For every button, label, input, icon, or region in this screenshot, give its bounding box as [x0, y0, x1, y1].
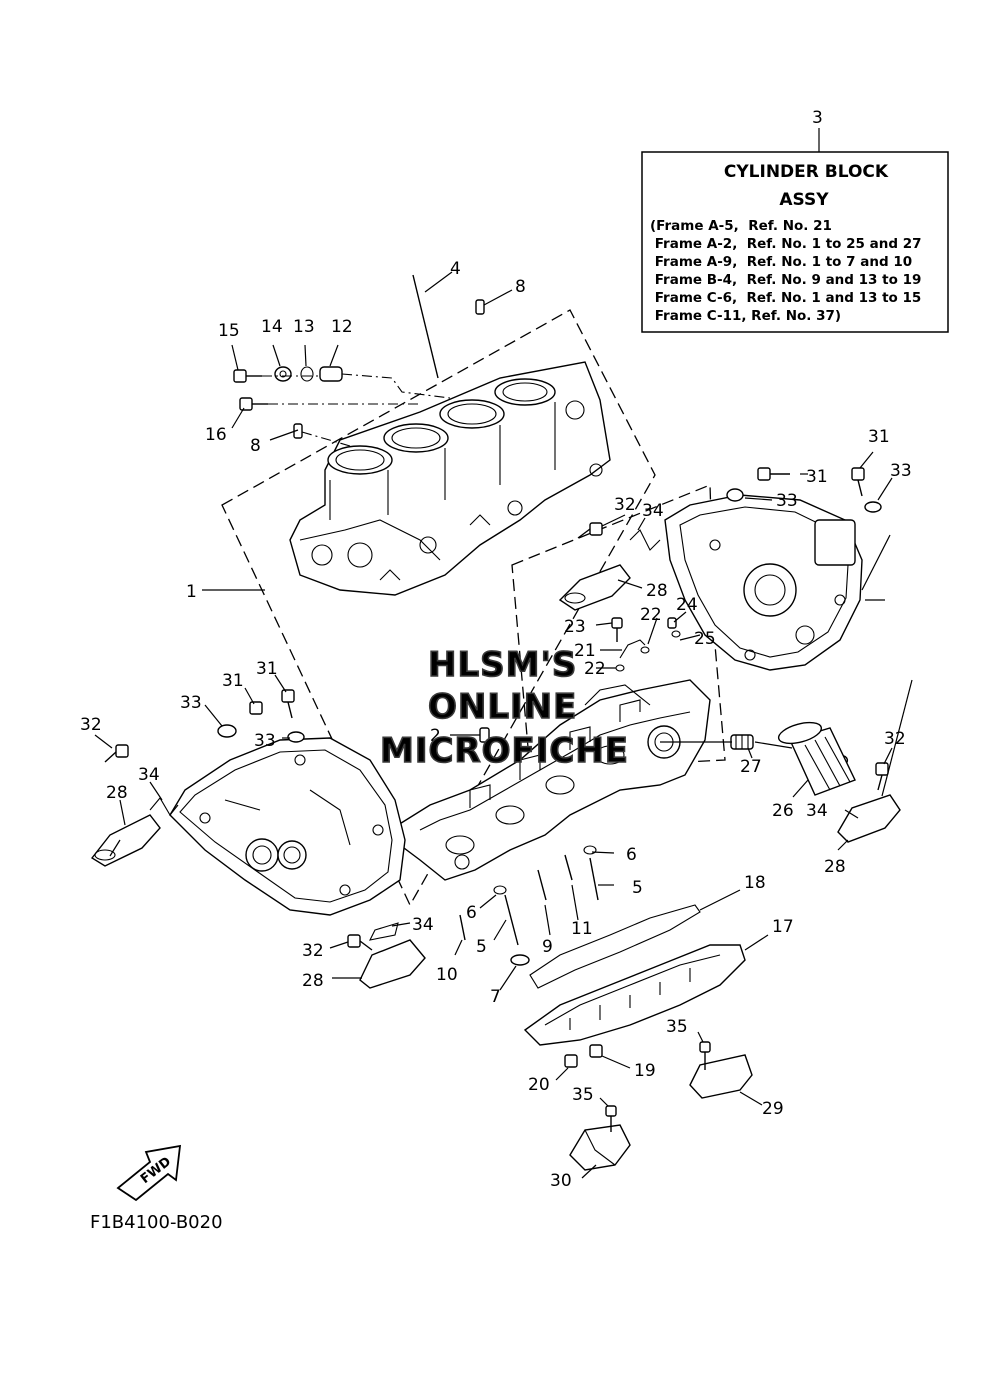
callout-2[interactable]: 2: [430, 726, 441, 746]
info-box-subtitle: ASSY: [779, 190, 829, 210]
callout-11[interactable]: 11: [571, 919, 593, 939]
oil-filter-fitting-27[interactable]: [730, 734, 754, 750]
info-box-ref-line-5: Frame C-6, Ref. No. 1 and 13 to 15: [650, 290, 921, 306]
engine-mount-30[interactable]: [569, 1124, 631, 1171]
callout-6b[interactable]: 6: [466, 903, 477, 923]
callout-34d[interactable]: 34: [806, 801, 828, 821]
callout-31b[interactable]: 31: [868, 427, 890, 447]
callout-6a[interactable]: 6: [626, 845, 637, 865]
engine-mount-29[interactable]: [689, 1054, 753, 1099]
info-box-ref-line-6: Frame C-11, Ref. No. 37): [650, 308, 841, 324]
info-box-ref-line-2: Frame A-2, Ref. No. 1 to 25 and 27: [650, 236, 922, 252]
callout-32b[interactable]: 32: [80, 715, 102, 735]
callout-35a[interactable]: 35: [666, 1017, 688, 1037]
oil-pan-gasket-18[interactable]: [529, 904, 701, 989]
callout-29[interactable]: 29: [762, 1099, 784, 1119]
engine-mount-28-bottom[interactable]: [359, 939, 426, 989]
callout-5a[interactable]: 5: [632, 878, 643, 898]
watermark-line-3: MICROFICHE: [380, 731, 629, 771]
watermark-line-2: ONLINE: [428, 687, 577, 727]
callout-22a[interactable]: 22: [640, 605, 662, 625]
callout-30[interactable]: 30: [550, 1171, 572, 1191]
watermark: HLSM'S ONLINE MICROFICHE: [379, 644, 629, 772]
callout-31a[interactable]: 31: [806, 467, 828, 487]
callout-23[interactable]: 23: [564, 617, 586, 637]
callout-5b[interactable]: 5: [476, 937, 487, 957]
callout-33b[interactable]: 33: [890, 461, 912, 481]
diagram-code: F1B4100-B020: [90, 1212, 223, 1233]
callout-15[interactable]: 15: [218, 321, 240, 341]
callout-24[interactable]: 24: [676, 595, 698, 615]
callout-31c[interactable]: 31: [222, 671, 244, 691]
callout-16[interactable]: 16: [205, 425, 227, 445]
oil-pan-17[interactable]: [523, 944, 746, 1046]
callout-33a[interactable]: 33: [776, 491, 798, 511]
engine-mount-28-left[interactable]: [90, 814, 161, 867]
cylinder-block-assy-info-box: 3 CYLINDER BLOCK ASSY (Frame A-5, Ref. N…: [641, 108, 949, 333]
info-box-ref-line-1: (Frame A-5, Ref. No. 21: [650, 218, 832, 234]
info-box-ref-line-4: Frame B-4, Ref. No. 9 and 13 to 19: [650, 272, 921, 288]
engine-mount-28-upper-right[interactable]: [558, 564, 631, 611]
callout-17[interactable]: 17: [772, 917, 794, 937]
callout-10[interactable]: 10: [436, 965, 458, 985]
callout-numbers: 1 2 4 5 5 6 6 7 8 8 9 10 11 12 13 14 15 …: [80, 259, 912, 1191]
fwd-arrow-icon: [116, 1144, 182, 1202]
callout-8a[interactable]: 8: [515, 277, 526, 297]
callout-34c[interactable]: 34: [412, 915, 434, 935]
callout-28d[interactable]: 28: [824, 857, 846, 877]
callout-34a[interactable]: 34: [642, 501, 664, 521]
callout-leader-lines: [94, 271, 913, 1179]
watermark-line-1: HLSM'S: [428, 645, 577, 685]
callout-33d[interactable]: 33: [254, 731, 276, 751]
left-crankcase-cover[interactable]: [169, 737, 406, 916]
callout-1[interactable]: 1: [186, 582, 197, 602]
oil-filter-26[interactable]: [776, 719, 856, 796]
callout-22b[interactable]: 22: [584, 659, 606, 679]
callout-32d[interactable]: 32: [884, 729, 906, 749]
callout-28b[interactable]: 28: [106, 783, 128, 803]
callout-3[interactable]: 3: [812, 108, 823, 128]
info-box-title: CYLINDER BLOCK: [724, 162, 889, 182]
callout-31d[interactable]: 31: [256, 659, 278, 679]
callout-7[interactable]: 7: [490, 987, 501, 1007]
callout-28a[interactable]: 28: [646, 581, 668, 601]
callout-9[interactable]: 9: [542, 937, 553, 957]
crankcase-lower[interactable]: [397, 679, 711, 881]
callout-28c[interactable]: 28: [302, 971, 324, 991]
engine-mount-28-right[interactable]: [837, 794, 901, 843]
cylinder-block-upper[interactable]: [289, 361, 611, 596]
callout-26[interactable]: 26: [772, 801, 794, 821]
forward-direction-arrow: FWD: [116, 1144, 182, 1202]
callout-21[interactable]: 21: [574, 641, 596, 661]
info-box-ref-line-3: Frame A-9, Ref. No. 1 to 7 and 10: [650, 254, 912, 270]
callout-33c[interactable]: 33: [180, 693, 202, 713]
callout-4[interactable]: 4: [450, 259, 461, 279]
callout-35b[interactable]: 35: [572, 1085, 594, 1105]
callout-20[interactable]: 20: [528, 1075, 550, 1095]
callout-19[interactable]: 19: [634, 1061, 656, 1081]
callout-14[interactable]: 14: [261, 317, 283, 337]
callout-18[interactable]: 18: [744, 873, 766, 893]
callout-13[interactable]: 13: [293, 317, 315, 337]
callout-8b[interactable]: 8: [250, 436, 261, 456]
right-crankcase-cover[interactable]: [664, 494, 863, 671]
callout-25[interactable]: 25: [694, 629, 716, 649]
callout-27[interactable]: 27: [740, 757, 762, 777]
callout-34b[interactable]: 34: [138, 765, 160, 785]
callout-12[interactable]: 12: [331, 317, 353, 337]
small-fasteners[interactable]: [104, 274, 889, 1132]
callout-32c[interactable]: 32: [302, 941, 324, 961]
callout-32a[interactable]: 32: [614, 495, 636, 515]
